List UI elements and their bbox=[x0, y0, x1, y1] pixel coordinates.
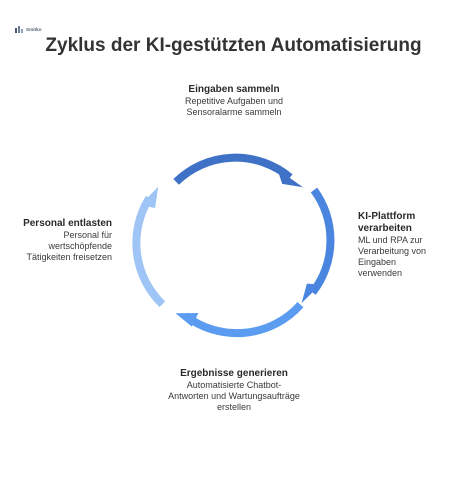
step-ai-processing-heading: KI-Plattform verarbeiten bbox=[358, 211, 416, 234]
brand-logo: Smitko bbox=[15, 26, 42, 33]
brand-logo-icon bbox=[15, 26, 23, 33]
step-collect-inputs-description: Repetitive Aufgaben und Sensoralarme sam… bbox=[184, 96, 284, 117]
cycle-arrowhead-top bbox=[277, 169, 303, 188]
cycle-arc-top bbox=[173, 153, 293, 185]
step-generate-results-heading: Ergebnisse generieren bbox=[180, 368, 288, 379]
cycle-arc-left bbox=[132, 195, 166, 308]
step-ai-processing: KI-Plattform verarbeiten ML und RPA zur … bbox=[358, 211, 458, 279]
brand-logo-text: Smitko bbox=[26, 27, 42, 32]
cycle-arc-bottom bbox=[183, 301, 304, 338]
cycle-arrowhead-bottom bbox=[175, 313, 199, 327]
step-relieve-staff-heading: Personal entlasten bbox=[23, 218, 112, 229]
step-ai-processing-description: ML und RPA zur Verarbeitung von Eingaben… bbox=[358, 235, 427, 278]
step-relieve-staff: Personal entlasten Personal für wertschö… bbox=[8, 218, 112, 263]
step-collect-inputs: Eingaben sammeln Repetitive Aufgaben und… bbox=[168, 84, 300, 118]
cycle-arrowhead-left bbox=[140, 186, 159, 209]
cycle-arc-right bbox=[309, 187, 335, 295]
step-relieve-staff-description: Personal für wertschöpfende Tätigkeiten … bbox=[26, 230, 112, 262]
step-generate-results: Ergebnisse generieren Automatisierte Cha… bbox=[168, 368, 300, 413]
step-generate-results-description: Automatisierte Chatbot-Antworten und War… bbox=[168, 380, 300, 412]
diagram-title: Zyklus der KI-gestützten Automatisierung bbox=[45, 35, 422, 56]
cycle-arrowhead-right bbox=[301, 283, 321, 304]
step-collect-inputs-heading: Eingaben sammeln bbox=[188, 84, 280, 95]
